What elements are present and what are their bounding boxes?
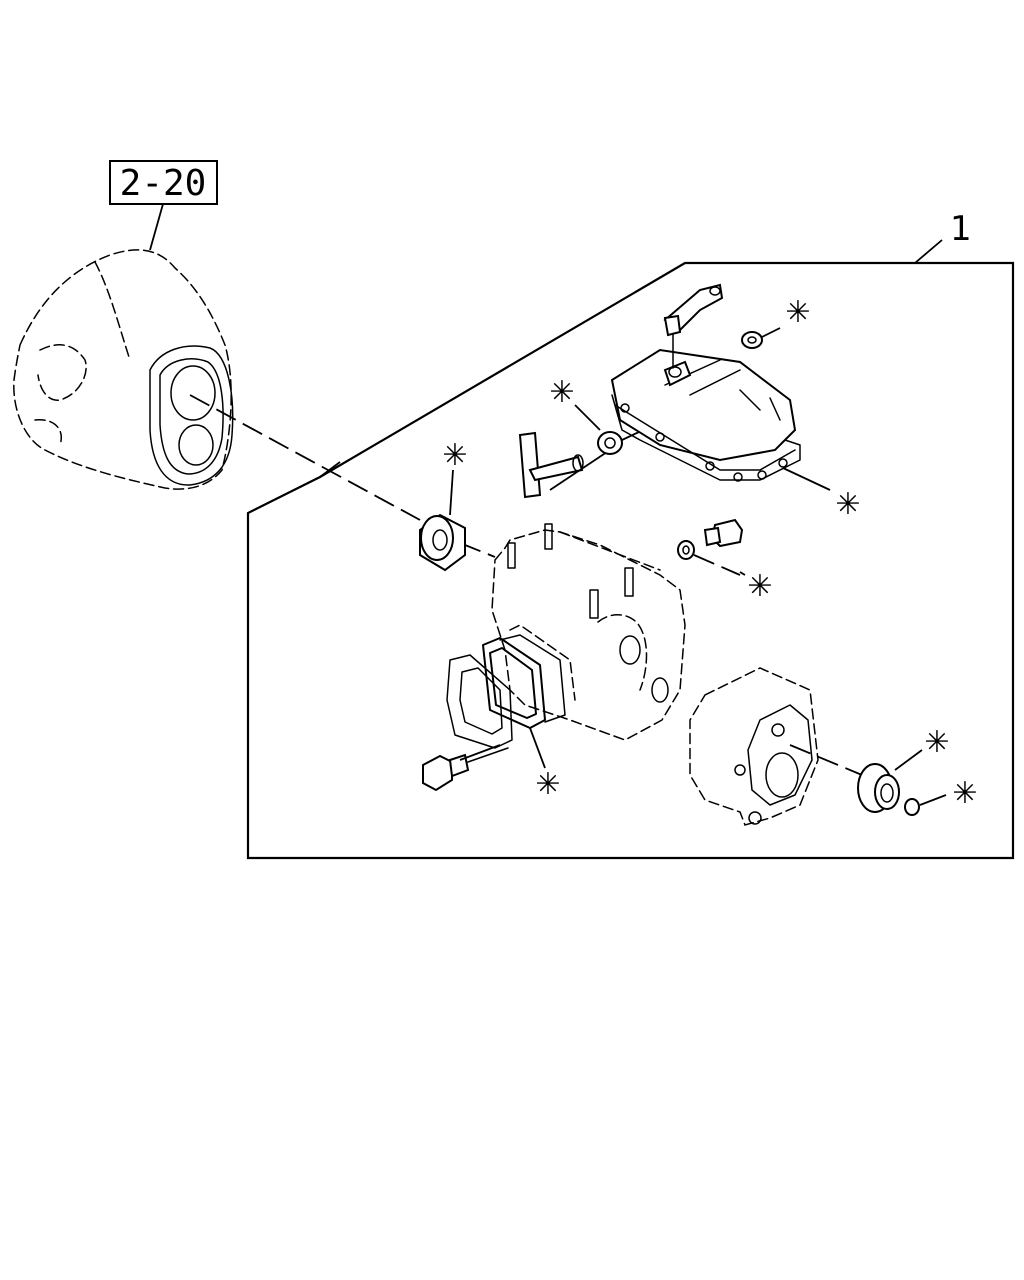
asterisk-marks: ✳ ✳ ✳ ✳ ✳ ✳ ✳ ✳ (442, 295, 977, 811)
leader (739, 571, 746, 576)
asterisk-mark: ✳ (924, 725, 949, 760)
bolt-icon[interactable] (422, 744, 509, 792)
drain-plug-icon[interactable] (677, 467, 831, 576)
bell-housing-icon (13, 249, 234, 490)
cover-plate-icon[interactable] (446, 634, 566, 749)
asterisk-mark: ✳ (442, 438, 467, 473)
leader (529, 727, 546, 769)
o-ring-icon[interactable] (904, 794, 947, 816)
oil-seal-icon[interactable] (857, 749, 923, 813)
asterisk-mark: ✳ (535, 767, 560, 802)
callout-label: 2-20 (120, 163, 207, 204)
extension-housing-icon[interactable] (689, 667, 863, 826)
asterisk-mark: ✳ (549, 375, 574, 410)
shift-fork-icon[interactable] (518, 431, 611, 499)
asterisk-mark: ✳ (747, 569, 772, 604)
asterisk-mark: ✳ (952, 776, 977, 811)
shift-cover-icon[interactable] (610, 348, 801, 482)
assembly-frame: 1 (246, 209, 1015, 860)
asterisk-mark: ✳ (835, 487, 860, 522)
callout-2-20[interactable]: 2-20 (109, 160, 218, 251)
assembly-number: 1 (950, 209, 972, 249)
centerline (189, 394, 421, 521)
breather-lever-icon[interactable] (663, 283, 724, 369)
bearing-collar-icon[interactable] (419, 469, 466, 572)
asterisk-mark: ✳ (785, 295, 810, 330)
washer-icon[interactable] (741, 327, 781, 349)
gearbox-case-icon[interactable] (491, 523, 686, 741)
